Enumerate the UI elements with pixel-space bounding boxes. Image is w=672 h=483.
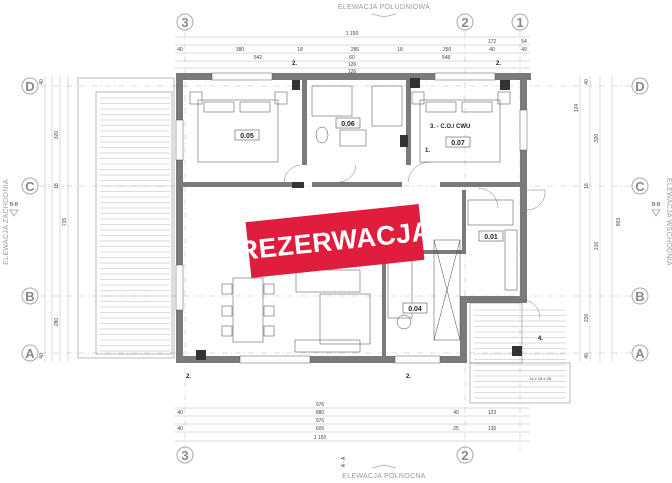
elevation-south: ELEWACJA POŁUDNIOWA (338, 4, 430, 11)
dim-r-5: 226 (584, 314, 590, 323)
note-2-bottom-right: 2. (406, 374, 411, 380)
elevation-labels: ELEWACJA POŁUDNIOWA ELEWACJA PÓŁNOCNA EL… (3, 4, 672, 480)
dim-b4-3: 130 (488, 426, 497, 432)
axis-row-d-right: D (635, 79, 644, 94)
dim-top-2: 54 (521, 39, 527, 45)
walls (176, 73, 531, 363)
dim-r-7: 803 (616, 218, 622, 227)
dim-l-4: 40 (39, 353, 45, 359)
room-004: 0.04 (408, 306, 422, 313)
dim-r2-6: 40 (489, 47, 495, 53)
dim-bottom-total: 1 150 (314, 435, 327, 441)
note-4: 4. (538, 336, 543, 342)
dim-r4-1: 126 (348, 69, 357, 75)
elevation-north: ELEWACJA PÓŁNOCNA (342, 471, 425, 480)
dim-r2-1: 380 (236, 47, 245, 53)
reservation-stamp-text: REZERWACJA (237, 215, 433, 266)
dim-b2-2: 40 (453, 410, 459, 416)
dim-r3-1: 60 (349, 55, 355, 61)
axis-row-d-left: D (25, 79, 34, 94)
dim-l-3: 280 (54, 318, 60, 327)
terrace-deck (77, 77, 175, 359)
axis-row-b-left: B (25, 289, 34, 304)
dim-r2-5: 350 (443, 47, 452, 53)
bottom-dimensions: 976 40 880 40 123 976 40 605 25 130 1 15… (175, 402, 530, 442)
dim-r2-0: 40 (177, 47, 183, 53)
dim-r2-4: 18 (397, 47, 403, 53)
axis-col-2-top: 2 (461, 15, 468, 30)
section-aa: A - A (341, 456, 347, 467)
outside-stairs: 14 x 18 x 28 (469, 302, 571, 404)
dim-top-total: 1 150 (346, 31, 359, 37)
left-dimensions: 40 320 18 280 40 715 (39, 76, 69, 362)
axis-col-3-top: 3 (181, 15, 188, 30)
dim-r2-7: 49 (521, 47, 527, 53)
dim-b4-0: 40 (177, 426, 183, 432)
note-1: 1. (425, 148, 430, 154)
dim-b3: 976 (316, 418, 325, 424)
axis-row-c-left: C (25, 179, 35, 194)
axis-col-3-bottom: 3 (181, 448, 188, 463)
axis-row-a-right: A (635, 346, 645, 361)
dim-r2-2: 18 (297, 47, 303, 53)
windows (175, 72, 528, 364)
room-007: 0.07 (451, 140, 465, 147)
top-dimensions: 1 150 172 54 40 380 18 286 18 350 40 49 … (175, 31, 530, 75)
dim-r3-0: 542 (254, 55, 263, 61)
section-bb-left: B-B (10, 202, 19, 208)
axis-markers: 3 2 1 3 2 D C B A D C B A (21, 13, 649, 464)
dim-r-3: 216 (594, 242, 600, 251)
dim-b2-0: 40 (177, 410, 183, 416)
dim-b2-1: 880 (316, 410, 325, 416)
axis-row-c-right: C (635, 179, 645, 194)
dim-r-1: 124 (574, 104, 580, 113)
dim-b2-3: 123 (488, 410, 497, 416)
note-2-bottom-left: 2. (186, 374, 191, 380)
dim-r-6: 40 (584, 353, 590, 359)
dim-r-0: 40 (584, 79, 590, 85)
dim-r2-3: 286 (351, 47, 360, 53)
dim-b1: 976 (316, 402, 325, 408)
room-labels: 0.05 0.06 0.07 0.01 0.04 3. - C.O./ CWU (234, 117, 504, 314)
section-bb-right: B-B (652, 202, 661, 208)
dim-l-1: 320 (54, 131, 60, 140)
room-boiler-label: 3. - C.O./ CWU (430, 124, 470, 130)
dim-b4-1: 605 (316, 426, 325, 432)
notes: 1. 2. 2. 2. 2. 4. (186, 61, 543, 380)
axis-row-a-left: A (25, 346, 35, 361)
room-001: 0.01 (484, 234, 498, 241)
dim-r3-2: 548 (442, 55, 451, 61)
dim-r-4: 16 (584, 183, 590, 189)
elevation-east: ELEWACJA WSCHODNIA (665, 178, 672, 266)
furniture (189, 85, 518, 353)
note-2-top-right: 2. (496, 61, 501, 67)
dim-b4-2: 25 (453, 426, 459, 432)
axis-row-b-right: B (635, 289, 644, 304)
dim-top-1: 172 (488, 39, 497, 45)
stair-spec: 14 x 18 x 28 (529, 376, 552, 381)
dim-l-5: 715 (62, 218, 68, 227)
axis-col-2-bottom: 2 (461, 448, 468, 463)
doors (283, 135, 546, 319)
room-006: 0.06 (341, 121, 355, 128)
room-005: 0.05 (240, 133, 254, 140)
note-2-top-left: 2. (292, 61, 297, 67)
right-dimensions: 40 124 320 216 16 226 40 803 (574, 76, 622, 362)
dim-r4-0: 126 (348, 62, 357, 68)
dim-r-2: 320 (594, 134, 600, 143)
dim-l-2: 18 (54, 183, 60, 189)
elevation-west: ELEWACJA ZACHODNIA (3, 179, 10, 265)
dim-l-0: 40 (39, 79, 45, 85)
axis-col-1-top: 1 (516, 15, 523, 30)
